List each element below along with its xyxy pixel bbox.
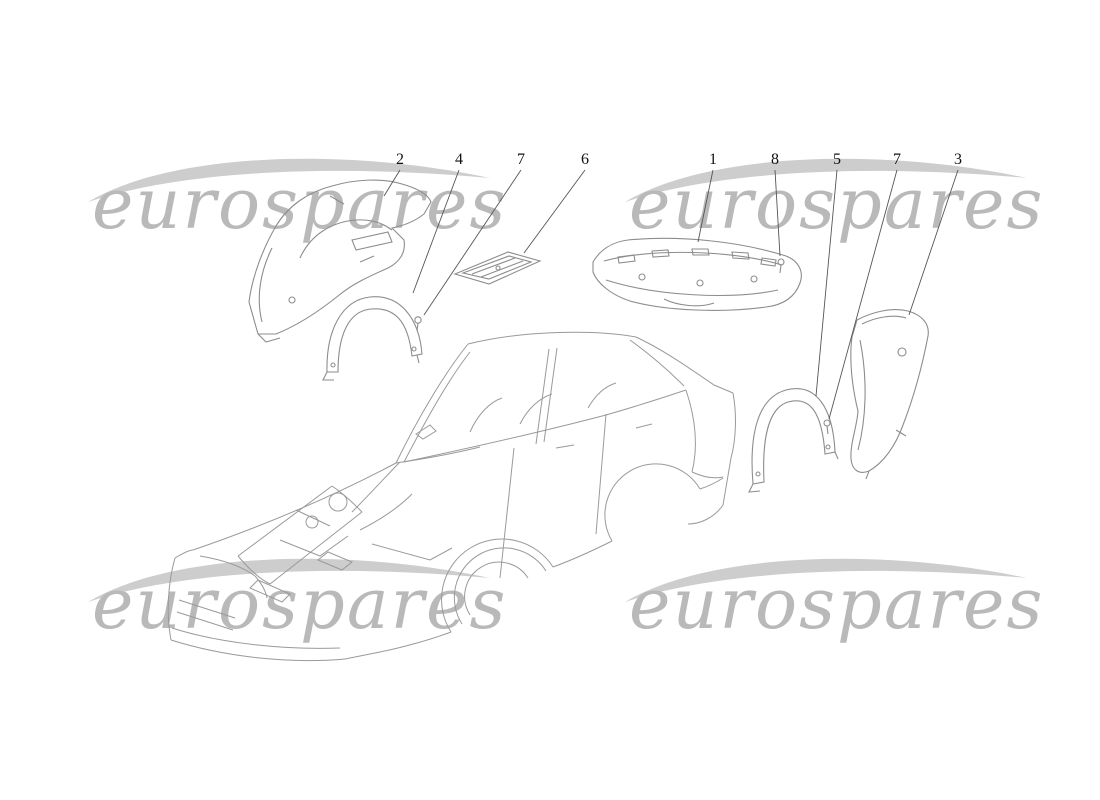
watermark-bottom-left: eurospares [88, 558, 507, 645]
watermark-text: eurospares [629, 163, 1044, 245]
part-7-fastener-clip-right [823, 419, 831, 435]
leader-line [383, 169, 401, 197]
callout-label-1: 1 [709, 151, 717, 168]
leader-line [523, 169, 586, 254]
watermark-top-right: eurospares [625, 158, 1044, 245]
leader-line [908, 169, 959, 316]
watermark-bottom-right: eurospares [625, 558, 1044, 645]
callout-label-4: 4 [455, 151, 463, 168]
leader-line [423, 169, 522, 316]
watermark-text: eurospares [92, 563, 507, 645]
callout-label-7-right: 7 [893, 151, 901, 168]
car-body-shell-wireframe [167, 331, 736, 662]
part-1-rear-crossmember-reinforcement [592, 237, 802, 311]
watermark-text: eurospares [92, 163, 507, 245]
part-2-rear-inner-quarter-panel [248, 179, 432, 343]
callout-label-5: 5 [833, 151, 841, 168]
part-6-mounting-plate [453, 251, 542, 285]
callout-label-7-left: 7 [517, 151, 525, 168]
part-5-wheelhouse-liner-right [748, 388, 839, 493]
leader-line [697, 169, 714, 243]
part-4-wheelhouse-liner-left [322, 296, 423, 381]
watermark-text: eurospares [629, 563, 1044, 645]
part-8-fastener-clip-center [777, 258, 785, 274]
callout-label-3: 3 [954, 151, 962, 168]
part-3-rear-quarter-panel [850, 309, 929, 480]
callout-label-8: 8 [771, 151, 779, 168]
callout-label-2: 2 [396, 151, 404, 168]
part-7-fastener-clip-left [414, 316, 422, 332]
callout-label-6: 6 [581, 151, 589, 168]
leader-line [828, 169, 898, 420]
leader-line [774, 169, 781, 257]
leader-line [412, 169, 460, 294]
leader-lines [383, 169, 959, 420]
leader-line [815, 169, 838, 397]
callout-labels: 2 4 7 6 1 8 5 7 3 [396, 151, 962, 168]
